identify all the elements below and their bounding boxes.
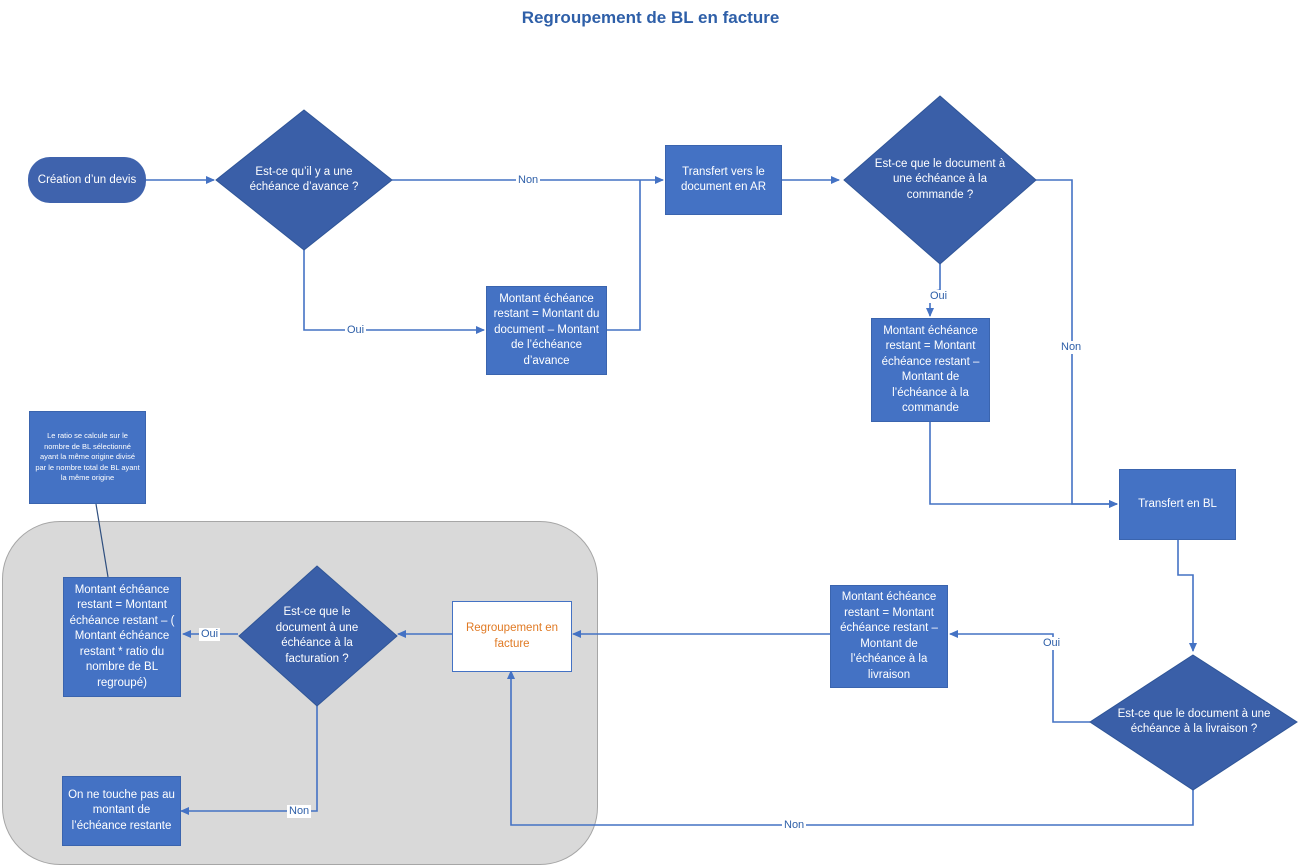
edge-q-billing-non	[180, 706, 318, 815]
edge-q-advance-oui	[303, 250, 485, 334]
transfer-ar-box: Transfert vers le document en AR	[665, 145, 782, 215]
no-change-box: On ne touche pas au montant de l’échéanc…	[62, 776, 181, 846]
edge-amount-advance-to-transfer	[607, 180, 641, 331]
regroup-invoice-box: Regroupement en facture	[452, 601, 572, 672]
label-non-billing: Non	[287, 805, 312, 818]
diamond-q-order	[843, 95, 1037, 265]
label-non-advance: Non	[516, 174, 541, 187]
amount-order-box: Montant échéance restant = Montant échéa…	[871, 318, 990, 422]
amount-delivery-box: Montant échéance restant = Montant échéa…	[830, 585, 948, 688]
amount-advance-box: Montant échéance restant = Montant du do…	[486, 286, 607, 375]
label-oui-order: Oui	[928, 290, 950, 303]
edge-amount-order-to-transfer-bl	[929, 421, 1118, 508]
label-non-order: Non	[1059, 341, 1084, 354]
start-node: Création d’un devis	[28, 157, 146, 203]
amount-ratio-box: Montant échéance restant = Montant échéa…	[63, 577, 181, 697]
edge-q-delivery-non	[507, 670, 1194, 826]
q-delivery-text: Est-ce que le document à une échéance à …	[1117, 707, 1271, 736]
page-title: Regroupement de BL en facture	[521, 8, 780, 27]
q-advance-text: Est-ce qu’il y a une échéance d’avance ?	[249, 165, 359, 194]
label-non-delivery: Non	[782, 819, 807, 832]
q-order-text: Est-ce que le document à une échéance à …	[874, 157, 1006, 201]
edge-transfer-bl-to-q-delivery	[1177, 539, 1197, 652]
q-billing-text: Est-ce que le document à une échéance à …	[275, 606, 359, 665]
edge-note-to-amount-ratio	[95, 503, 109, 578]
diamond-q-billing	[238, 565, 398, 707]
diamond-q-delivery	[1089, 654, 1298, 791]
ratio-note-box: Le ratio se calcule sur le nombre de BL …	[29, 411, 146, 504]
label-oui-delivery: Oui	[1041, 637, 1063, 650]
diamond-q-advance	[215, 109, 393, 251]
edge-q-delivery-oui	[949, 630, 1090, 723]
label-oui-billing: Oui	[199, 628, 221, 641]
label-oui-advance: Oui	[345, 324, 367, 337]
transfer-bl-box: Transfert en BL	[1119, 469, 1236, 540]
